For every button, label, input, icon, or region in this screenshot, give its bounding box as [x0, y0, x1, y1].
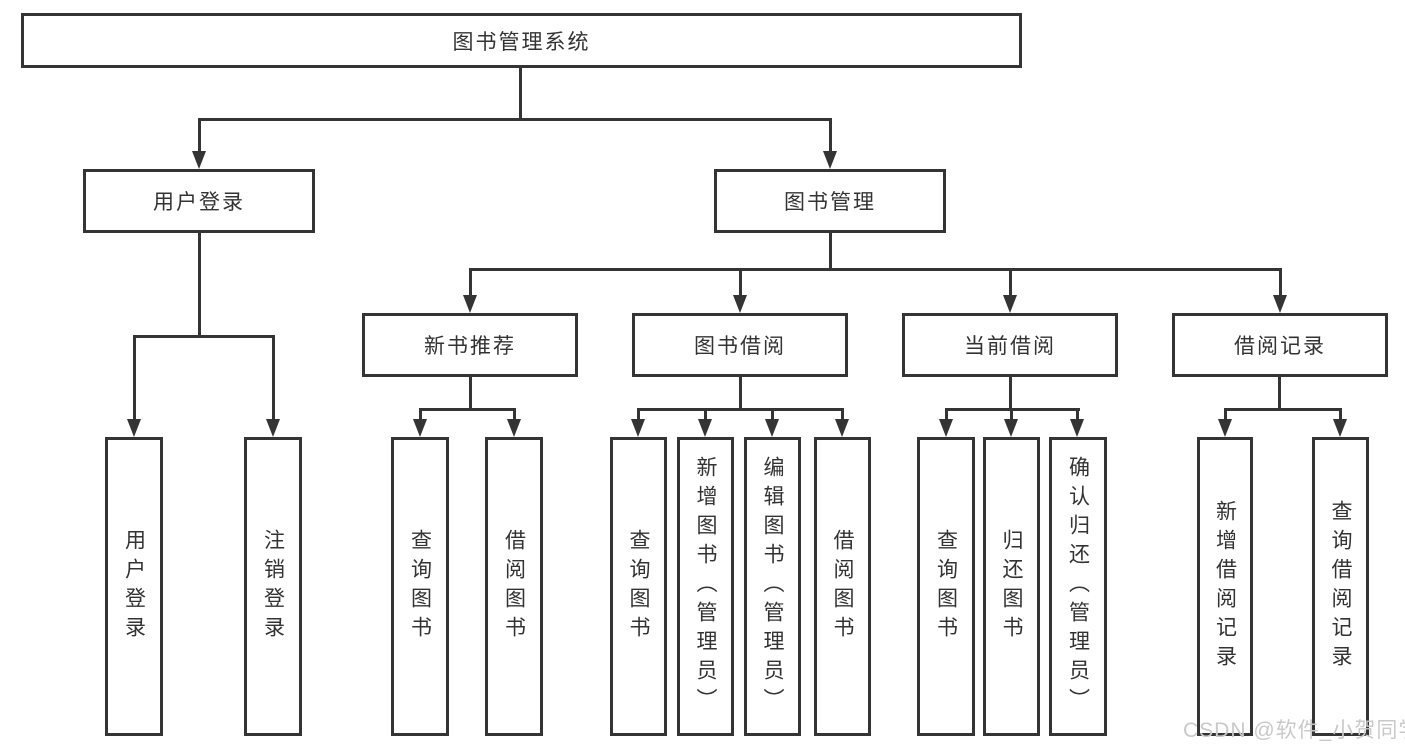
leaf-logout: 注销登录 — [244, 437, 302, 736]
leaf-query-borrow-record: 查询借阅记录 — [1312, 437, 1369, 736]
arrowhead-icon — [698, 419, 712, 437]
node-current-borrowing: 当前借阅 — [902, 313, 1118, 377]
leaf-label: 借阅图书 — [502, 528, 526, 645]
leaf-add-borrow-record: 新增借阅记录 — [1197, 437, 1253, 736]
connector-drop — [198, 118, 201, 155]
leaf-label: 查询图书 — [408, 528, 432, 645]
arrowhead-icon — [463, 295, 477, 313]
leaf-label: 借阅图书 — [831, 528, 854, 645]
connector-drop — [419, 408, 422, 423]
leaf-confirm-return-admin: 确认归还（管理员） — [1049, 437, 1107, 736]
connector-recommend-bar — [419, 408, 516, 411]
arrowhead-icon — [192, 151, 206, 169]
connector-level3-bar — [469, 268, 1282, 271]
watermark: CSDN @软件_小贺同学 — [1183, 719, 1405, 742]
node-book-borrowing: 图书借阅 — [632, 313, 848, 377]
connector-records-bar — [1224, 408, 1341, 411]
connector-drop — [1010, 408, 1013, 423]
connector-drop — [513, 408, 516, 423]
arrowhead-icon — [765, 419, 779, 437]
arrowhead-icon — [1003, 295, 1017, 313]
connector-drop — [1076, 408, 1079, 423]
connector-records-stem — [1278, 377, 1281, 408]
connector-drop — [1009, 268, 1012, 300]
leaf-label: 查询借阅记录 — [1329, 499, 1352, 674]
connector-drop — [1279, 268, 1282, 300]
arrowhead-icon — [413, 419, 427, 437]
leaf-return-books: 归还图书 — [983, 437, 1040, 736]
connector-drop — [704, 408, 707, 423]
connector-drop — [272, 335, 275, 423]
arrowhead-icon — [823, 151, 837, 169]
connector-drop — [1339, 408, 1342, 423]
arrowhead-icon — [507, 419, 521, 437]
connector-borrowing-bar — [637, 408, 844, 411]
connector-current-stem — [1009, 377, 1012, 408]
arrowhead-icon — [1273, 295, 1287, 313]
connector-recommend-stem — [469, 377, 472, 408]
leaf-label: 新增图书（管理员） — [694, 456, 717, 717]
connector-drop — [829, 118, 832, 155]
arrowhead-icon — [1070, 419, 1084, 437]
connector-drop — [841, 408, 844, 423]
node-new-book-recommend: 新书推荐 — [362, 313, 578, 377]
arrowhead-icon — [835, 419, 849, 437]
leaf-borrow-books: 借阅图书 — [814, 437, 871, 736]
leaf-label: 查询图书 — [934, 528, 958, 645]
connector-drop — [469, 268, 472, 300]
leaf-query-books-borrowing: 查询图书 — [610, 437, 667, 736]
arrowhead-icon — [733, 295, 747, 313]
leaf-user-login: 用户登录 — [105, 437, 163, 736]
leaf-borrow-books-recommend: 借阅图书 — [485, 437, 543, 736]
connector-drop — [771, 408, 774, 423]
connector-root-stem — [519, 68, 522, 118]
leaf-label: 编辑图书（管理员） — [761, 456, 784, 717]
leaf-edit-books-admin: 编辑图书（管理员） — [744, 437, 801, 736]
connector-drop — [945, 408, 948, 423]
leaf-label: 新增借阅记录 — [1213, 499, 1237, 674]
node-borrowing-records: 借阅记录 — [1172, 313, 1388, 377]
node-library-management-system: 图书管理系统 — [21, 13, 1022, 68]
leaf-label: 注销登录 — [261, 528, 285, 645]
leaf-query-books-recommend: 查询图书 — [391, 437, 449, 736]
arrowhead-icon — [1218, 419, 1232, 437]
connector-userlogin-stem — [198, 233, 201, 335]
leaf-label: 归还图书 — [1000, 528, 1023, 645]
leaf-query-books-current: 查询图书 — [917, 437, 975, 736]
arrowhead-icon — [631, 419, 645, 437]
arrowhead-icon — [939, 419, 953, 437]
connector-borrowing-stem — [739, 377, 742, 408]
leaf-label: 用户登录 — [122, 528, 146, 645]
arrowhead-icon — [266, 419, 280, 437]
connector-drop — [739, 268, 742, 300]
connector-drop — [133, 335, 136, 423]
connector-userlogin-bar — [133, 335, 275, 338]
connector-drop — [1224, 408, 1227, 423]
connector-drop — [637, 408, 640, 423]
node-book-management: 图书管理 — [714, 169, 946, 233]
connector-bookmgmt-stem — [829, 233, 832, 268]
leaf-add-books-admin: 新增图书（管理员） — [677, 437, 734, 736]
connector-level2-bar — [198, 118, 832, 121]
leaf-label: 确认归还（管理员） — [1066, 456, 1090, 717]
arrowhead-icon — [1333, 419, 1347, 437]
leaf-label: 查询图书 — [627, 528, 650, 645]
arrowhead-icon — [1004, 419, 1018, 437]
node-user-login: 用户登录 — [83, 169, 315, 233]
arrowhead-icon — [127, 419, 141, 437]
